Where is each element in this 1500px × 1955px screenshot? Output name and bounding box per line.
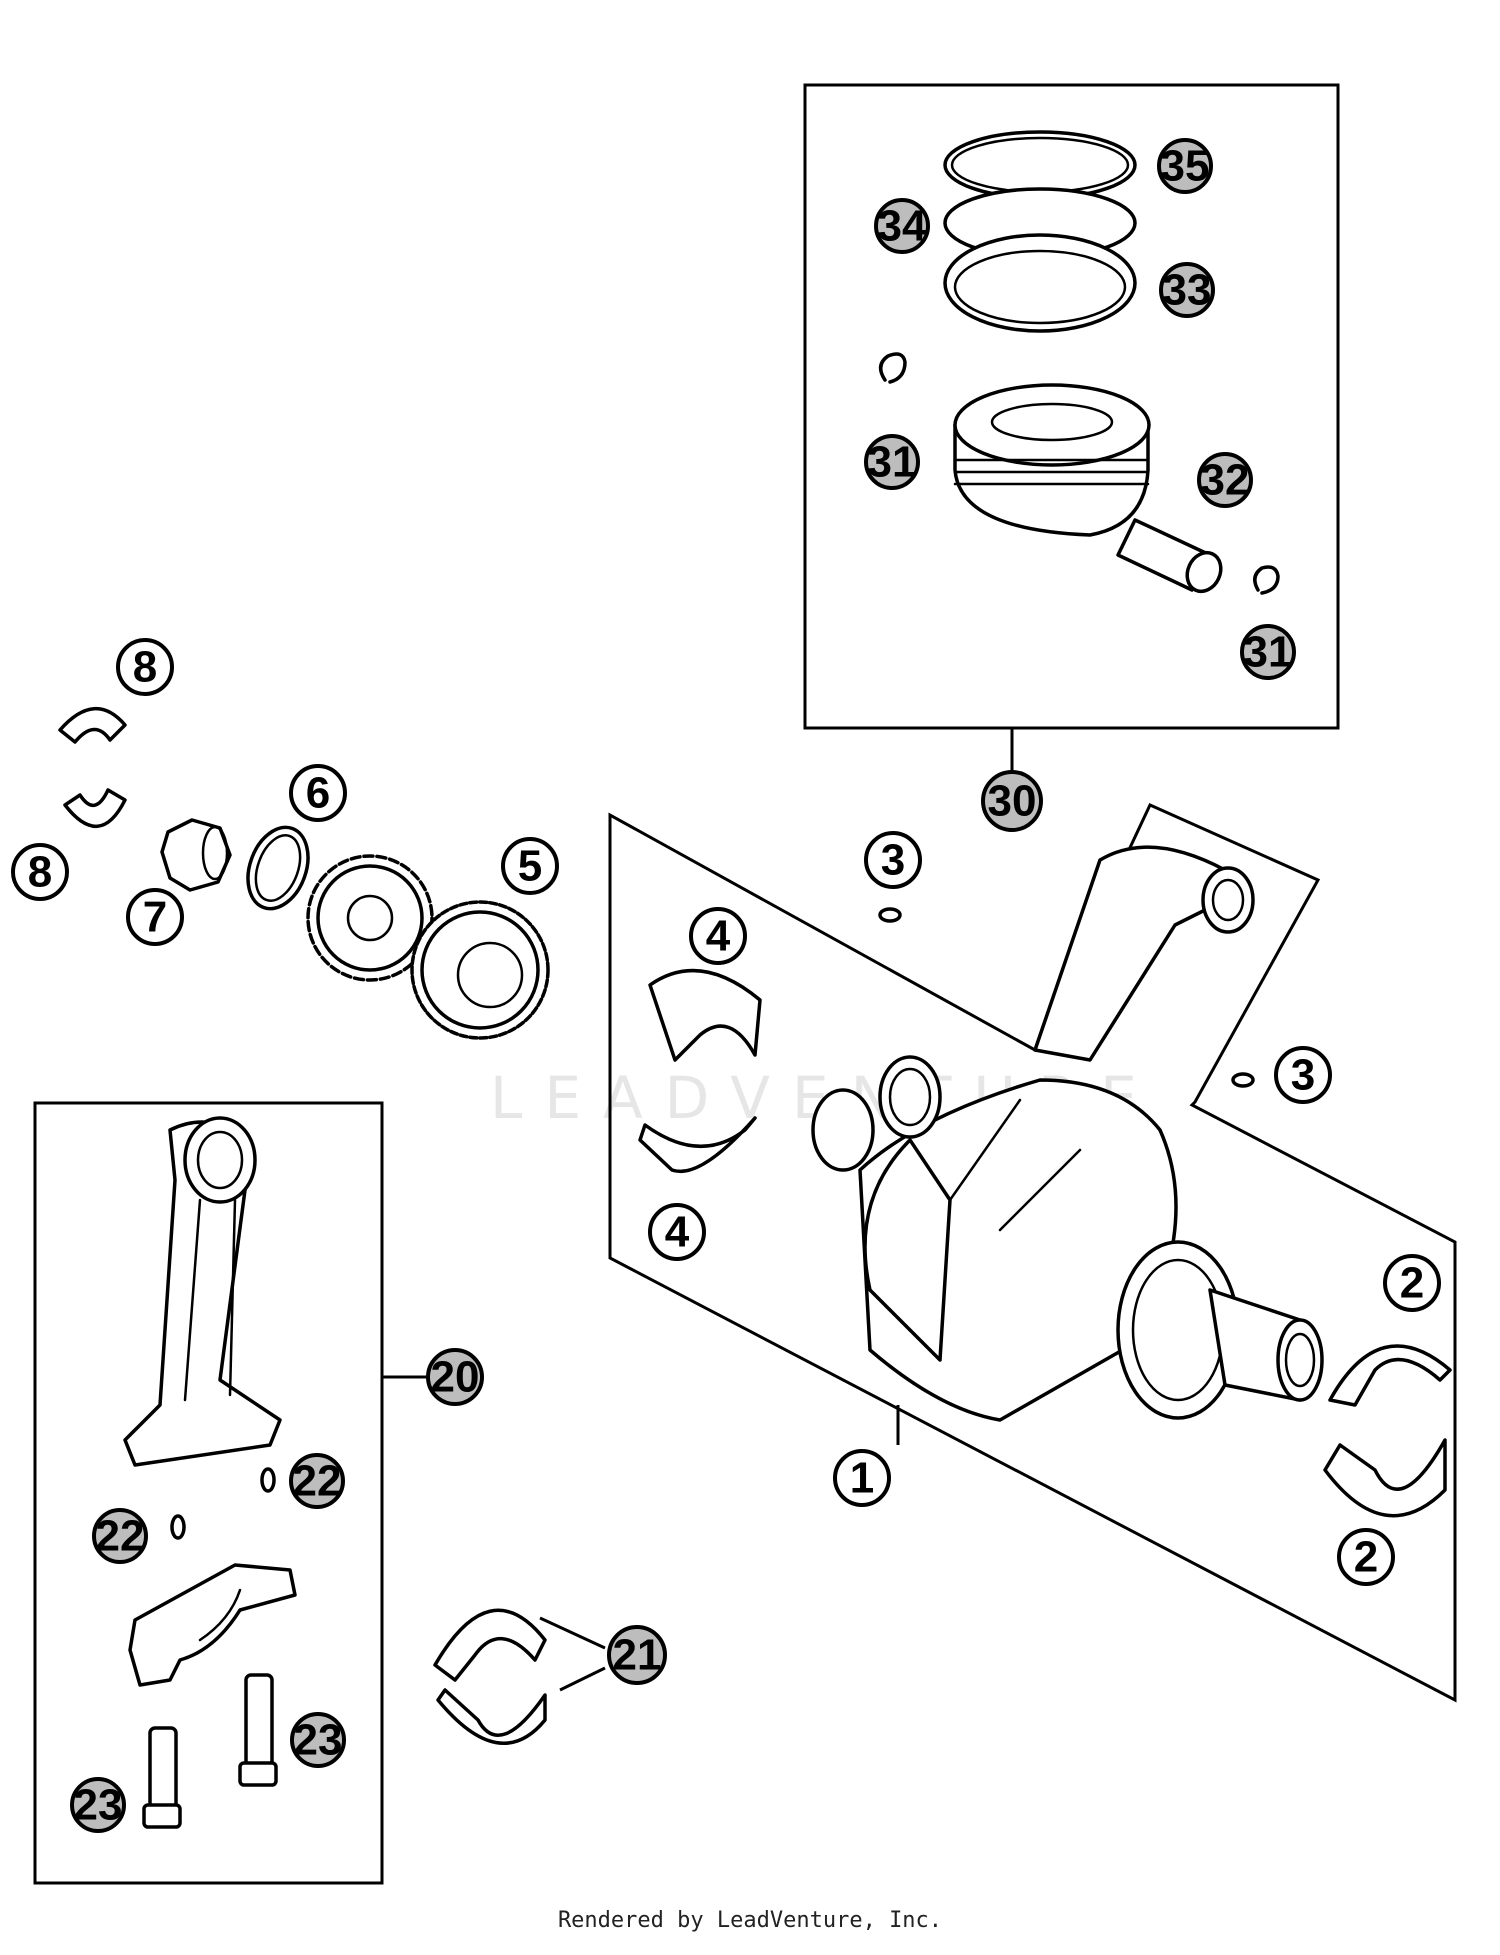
- callout-8-lower-label: 8: [28, 848, 52, 897]
- callout-31-lower: 31: [1240, 624, 1296, 680]
- callout-2-upper-label: 2: [1400, 1259, 1424, 1308]
- callout-3-right-label: 3: [1291, 1051, 1315, 1100]
- callout-22-left-label: 22: [96, 1512, 145, 1561]
- callout-2-lower-label: 2: [1354, 1533, 1378, 1582]
- callout-22-left: 22: [92, 1508, 148, 1564]
- connecting-rod-part: [123, 1116, 282, 1467]
- conrod-cap-part: [128, 1563, 297, 1687]
- callout-6: 6: [289, 764, 347, 822]
- callout-31-upper: 31: [864, 434, 920, 490]
- callout-23-right-label: 23: [294, 1716, 343, 1765]
- callout-34: 34: [874, 198, 930, 254]
- callout-32-label: 32: [1201, 456, 1250, 505]
- conrod-bolt-right-part: [238, 1673, 278, 1787]
- callout-4-upper-label: 4: [706, 912, 731, 961]
- dowel-22-right-part: [260, 1467, 276, 1493]
- key-3-right-part: [1231, 1072, 1255, 1088]
- footer-credit: Rendered by LeadVenture, Inc.: [557, 1908, 943, 1933]
- nut-part: [160, 818, 232, 892]
- sprocket-gear-part: [306, 854, 434, 982]
- callout-35: 35: [1157, 138, 1213, 194]
- piston-rings: [943, 130, 1137, 333]
- bearing-shell-2-upper-part: [1328, 1344, 1452, 1407]
- callout-34-label: 34: [878, 202, 927, 251]
- bearing-shell-4-upper-part: [648, 968, 762, 1062]
- callout-35-label: 35: [1161, 142, 1210, 191]
- callout-31-lower-label: 31: [1244, 628, 1293, 677]
- circlip-upper-part: [878, 352, 907, 384]
- callout-4-lower-label: 4: [665, 1208, 690, 1257]
- piston-pin-part: [1116, 518, 1223, 594]
- callout-7-label: 7: [143, 893, 167, 942]
- callout-7: 7: [126, 888, 184, 946]
- callout-32: 32: [1197, 452, 1253, 508]
- callout-4-upper: 4: [689, 907, 747, 965]
- callout-23-right: 23: [290, 1712, 346, 1768]
- callout-23-left-label: 23: [74, 1781, 123, 1830]
- callout-22-right-label: 22: [293, 1457, 342, 1506]
- leader-21-upper: [539, 1616, 606, 1650]
- callout-30-label: 30: [988, 777, 1037, 826]
- callout-8-upper: 8: [116, 638, 174, 696]
- piston-kit-frame: [803, 83, 1340, 730]
- callout-5: 5: [501, 837, 559, 895]
- callout-22-right: 22: [289, 1453, 345, 1509]
- key-3-upper-part: [878, 907, 902, 923]
- leader-21-lower: [559, 1666, 606, 1692]
- washer-part: [246, 825, 310, 911]
- primary-gear-part: [410, 900, 550, 1040]
- piston-part: [953, 383, 1151, 537]
- callout-3-upper-label: 3: [881, 836, 905, 885]
- dowel-22-left-part: [170, 1514, 186, 1540]
- bearing-shell-8-upper-part: [58, 707, 127, 744]
- callout-3-upper: 3: [864, 831, 922, 889]
- callout-1: 1: [833, 1449, 891, 1507]
- bearing-shell-4-lower-part: [638, 1116, 757, 1174]
- callout-33-label: 33: [1163, 266, 1212, 315]
- callout-21-label: 21: [613, 1631, 662, 1680]
- callout-33: 33: [1159, 262, 1215, 318]
- callout-31-upper-label: 31: [868, 438, 917, 487]
- callout-20-label: 20: [431, 1353, 480, 1402]
- callout-23-left: 23: [70, 1777, 126, 1833]
- bearing-shell-8-lower-part: [63, 788, 127, 828]
- callout-21: 21: [607, 1625, 667, 1685]
- callout-8-upper-label: 8: [133, 643, 157, 692]
- bearing-shell-2-lower-part: [1323, 1438, 1447, 1518]
- callout-1-label: 1: [850, 1454, 874, 1503]
- callout-2-lower: 2: [1337, 1528, 1395, 1586]
- callout-20: 20: [426, 1348, 484, 1406]
- conrod-kit-frame: [33, 1101, 384, 1885]
- conrod-bolt-left-part: [142, 1726, 182, 1829]
- callout-5-label: 5: [518, 842, 542, 891]
- bearing-shell-21-lower-part: [436, 1688, 547, 1745]
- circlip-lower-part: [1253, 565, 1280, 595]
- callout-8-lower: 8: [11, 843, 69, 901]
- bearing-shell-21-upper-part: [433, 1608, 547, 1682]
- callout-30: 30: [981, 770, 1043, 832]
- crankshaft-part: [811, 845, 1324, 1422]
- callout-6-label: 6: [306, 769, 330, 818]
- callout-3-right: 3: [1274, 1046, 1332, 1104]
- callout-4-lower: 4: [648, 1203, 706, 1261]
- callout-2-upper: 2: [1383, 1254, 1441, 1312]
